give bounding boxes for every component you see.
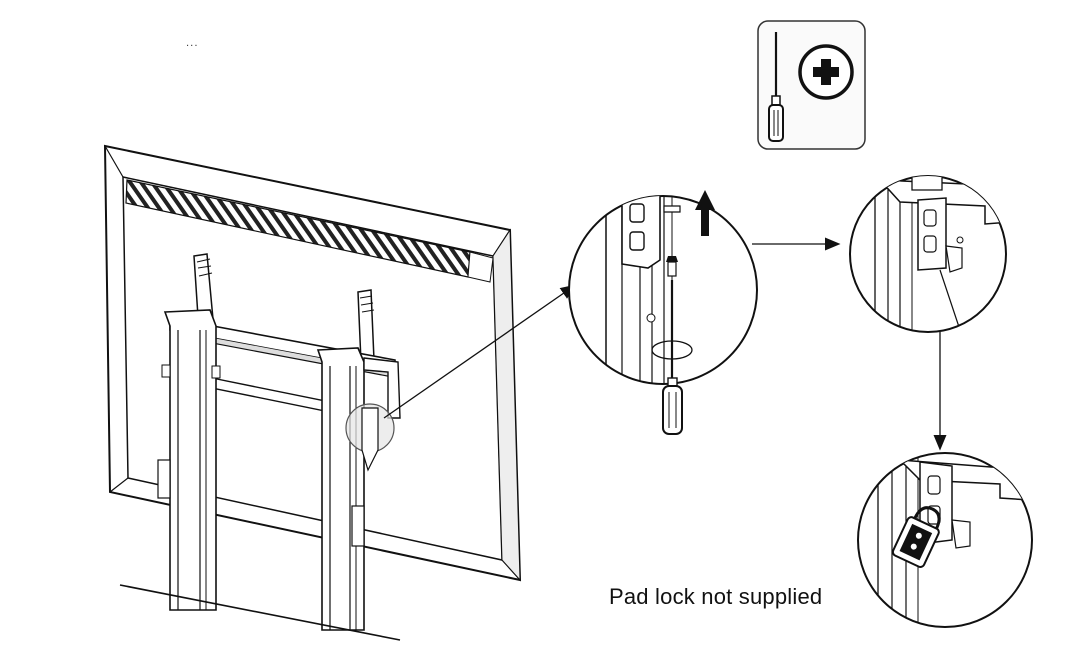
tool-box (757, 20, 866, 150)
smudge-mark: ... (186, 38, 199, 49)
pad-lock-caption: Pad lock not supplied (609, 584, 823, 609)
screwdriver-icon (662, 280, 683, 435)
detail-unlock-screw (568, 190, 758, 435)
mounting-stand (119, 253, 401, 641)
detail-pad-lock (857, 452, 1033, 628)
tv-rear-panel (103, 144, 522, 582)
phillips-screwdriver-icon (768, 32, 784, 142)
up-arrow-icon (695, 190, 715, 236)
padlock-icon (891, 506, 941, 568)
detail-locked-bracket (849, 175, 1007, 333)
plus-icon (798, 44, 854, 100)
callout-lines (383, 237, 947, 451)
